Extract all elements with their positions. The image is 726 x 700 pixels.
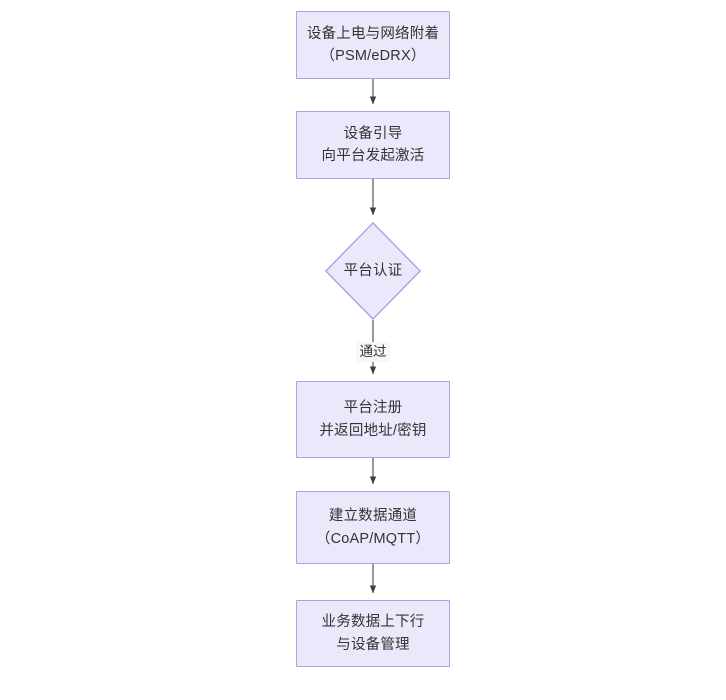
node-service-data-label: 业务数据上下行 与设备管理 [321, 614, 425, 653]
node-platform-register[interactable]: 平台注册 并返回地址/密钥 [296, 381, 450, 458]
diamond-shape [325, 222, 421, 320]
node-platform-auth[interactable]: 平台认证 [325, 222, 421, 320]
node-data-channel-label: 建立数据通道 （CoAP/MQTT） [315, 508, 431, 547]
node-service-data[interactable]: 业务数据上下行 与设备管理 [296, 600, 450, 667]
edge-label-pass: 通过 [356, 342, 390, 362]
node-platform-register-label: 平台注册 并返回地址/密钥 [319, 400, 427, 439]
node-bootstrap-label: 设备引导 向平台发起激活 [321, 125, 425, 164]
node-bootstrap[interactable]: 设备引导 向平台发起激活 [296, 111, 450, 179]
node-power-on-label: 设备上电与网络附着 （PSM/eDRX） [306, 25, 440, 64]
node-platform-auth-label: 平台认证 [343, 262, 403, 279]
node-data-channel[interactable]: 建立数据通道 （CoAP/MQTT） [296, 491, 450, 564]
node-power-on[interactable]: 设备上电与网络附着 （PSM/eDRX） [296, 11, 450, 79]
